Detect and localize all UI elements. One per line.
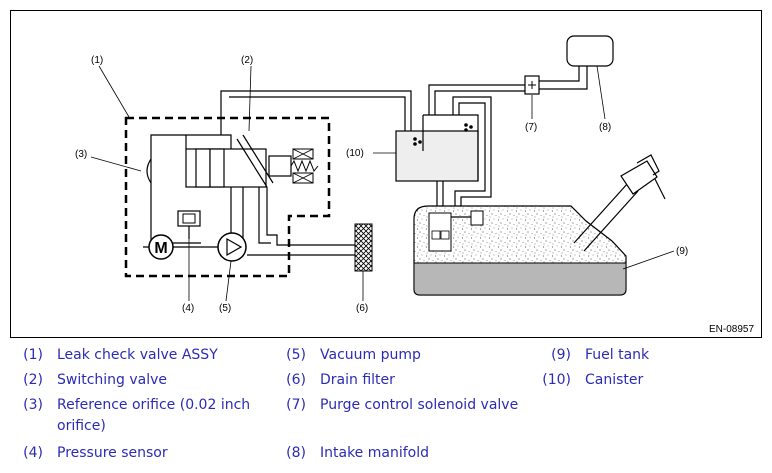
legend-item: (7) Purge control solenoid valve xyxy=(286,395,540,416)
legend-item: (4) Pressure sensor xyxy=(23,443,277,464)
legend-text: Switching valve xyxy=(57,372,168,388)
pump-passages xyxy=(230,187,355,256)
callout-8: (8) xyxy=(599,122,611,133)
callout-4: (4) xyxy=(182,303,194,314)
callout-9: (9) xyxy=(676,246,688,257)
legend-text: Reference orifice (0.02 inch orifice) xyxy=(57,397,251,434)
legend-item: (2) Switching valve xyxy=(23,370,277,391)
legend-text: Intake manifold xyxy=(320,445,429,461)
legend-text: Canister xyxy=(585,372,644,388)
legend-item: (9) Fuel tank xyxy=(551,345,755,366)
legend-item: (5) Vacuum pump xyxy=(286,345,540,366)
intake-manifold xyxy=(566,35,614,67)
legend-text: Pressure sensor xyxy=(57,445,168,461)
legend-number: (3) xyxy=(23,397,43,413)
legend-text: Vacuum pump xyxy=(320,347,421,363)
callout-2: (2) xyxy=(241,55,253,66)
callout-1: (1) xyxy=(91,55,103,66)
canister xyxy=(395,114,479,182)
legend-number: (9) xyxy=(551,347,571,363)
legend-text: Purge control solenoid valve xyxy=(320,397,519,413)
fuel-tank xyxy=(413,205,627,296)
pump-motor: M xyxy=(143,234,219,260)
legend-item: (3) Reference orifice (0.02 inch orifice… xyxy=(23,395,262,437)
legend-text: Drain filter xyxy=(320,372,395,388)
legend-number: (8) xyxy=(286,445,306,461)
callout-7: (7) xyxy=(525,122,537,133)
legend-item: (8) Intake manifold xyxy=(286,443,540,464)
legend-number: (4) xyxy=(23,445,43,461)
callout-5: (5) xyxy=(219,303,231,314)
leader-lines xyxy=(90,65,675,302)
legend-number: (1) xyxy=(23,347,43,363)
reference-orifice xyxy=(146,151,152,216)
legend-item: (10) Canister xyxy=(542,370,755,391)
evap-system-diagram: M xyxy=(75,35,754,335)
switching-valve xyxy=(185,134,319,188)
callout-3: (3) xyxy=(75,149,87,160)
legend-number: (6) xyxy=(286,372,306,388)
leak-check-assy-boundary xyxy=(124,116,331,278)
filler-neck xyxy=(573,154,666,252)
legend-number: (10) xyxy=(542,372,571,388)
legend-text: Fuel tank xyxy=(585,347,650,363)
callout-10: (10) xyxy=(346,148,364,159)
legend-number: (5) xyxy=(286,347,306,363)
pressure-sensor xyxy=(177,210,201,239)
legend-text: Leak check valve ASSY xyxy=(57,347,218,363)
legend-number: (7) xyxy=(286,397,306,413)
vacuum-pump xyxy=(217,232,247,262)
diagram-figure: M xyxy=(10,10,762,338)
callout-6: (6) xyxy=(356,303,368,314)
assy-internal-passages xyxy=(150,90,412,244)
legend-item: (6) Drain filter xyxy=(286,370,540,391)
legend: (1) Leak check valve ASSY (2) Switching … xyxy=(0,345,772,473)
drain-filter xyxy=(354,223,373,272)
legend-item: (1) Leak check valve ASSY xyxy=(23,345,277,366)
figure-code: EN-08957 xyxy=(709,324,754,335)
legend-number: (2) xyxy=(23,372,43,388)
motor-symbol: M xyxy=(154,240,167,257)
